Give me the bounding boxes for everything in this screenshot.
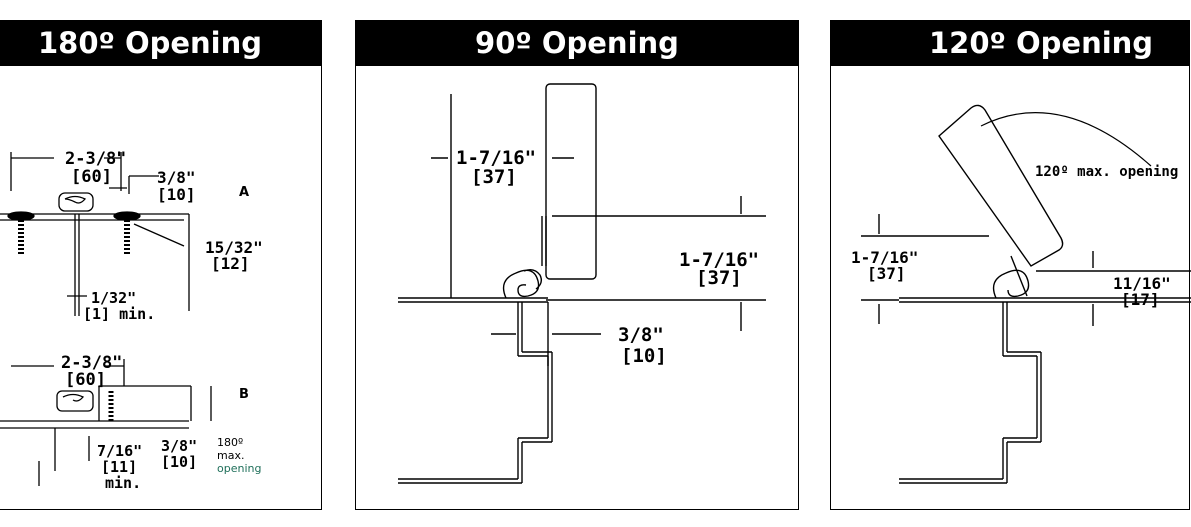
diagram-180-opening: 2-3/8" [60] 3/8" [10] A 15/32" [12] 1/32…: [0, 149, 263, 492]
a-side-mm-label: [10]: [157, 185, 196, 204]
a-thick-mm-label: [12]: [211, 254, 250, 273]
a-width-mm-label: [60]: [71, 167, 112, 187]
right-dim-label: 11/16": [1113, 274, 1171, 293]
diagram-120-opening: 120º max. opening 1-7/16" [37] 11/16" [1…: [851, 104, 1191, 484]
bottom-dim-mm-label: [10]: [621, 345, 667, 367]
a-gap-label: 1/32": [91, 289, 136, 307]
b-gap-mm-label: [11]: [101, 458, 137, 476]
panel-120-opening: 120º Opening: [830, 20, 1191, 510]
b-side-mm-label: [10]: [161, 453, 197, 471]
right-dim-label: 1-7/16": [679, 249, 759, 271]
left-dim-label: 1-7/16": [851, 248, 918, 267]
a-letter-label: A: [239, 185, 249, 200]
left-dim-mm-label: [37]: [867, 264, 906, 283]
b-width-mm-label: [60]: [65, 370, 106, 390]
a-side-label: 3/8": [157, 168, 196, 187]
panel-title: 180º Opening: [0, 21, 321, 66]
panel-90-opening: 90º Opening: [355, 20, 799, 510]
diagram-90-opening: 1-7/16" [37] 1-7/16" [37] 3/8" [10]: [398, 83, 766, 484]
panel-180-opening: 180º Opening: [0, 20, 322, 510]
max-open-label: 120º max. opening: [1035, 164, 1178, 180]
a-width-label: 2-3/8": [65, 149, 126, 169]
panel-title: 90º Opening: [356, 21, 798, 66]
top-dim-mm-label: [37]: [471, 166, 517, 188]
b-note-180-label: 180º: [217, 436, 243, 449]
b-side-label: 3/8": [161, 437, 197, 455]
a-thick-label: 15/32": [205, 238, 263, 257]
b-width-label: 2-3/8": [61, 353, 122, 373]
a-gap-mm-label: [1] min.: [83, 305, 155, 323]
b-note-opening-label: opening: [217, 462, 261, 475]
right-dim-mm-label: [17]: [1121, 290, 1160, 309]
b-note-max-label: max.: [217, 449, 244, 462]
b-letter-label: B: [239, 387, 249, 402]
bottom-dim-label: 3/8": [618, 324, 664, 346]
b-gap-min-label: min.: [105, 474, 141, 492]
right-dim-mm-label: [37]: [696, 267, 742, 289]
panel-title: 120º Opening: [831, 21, 1189, 66]
top-dim-label: 1-7/16": [456, 147, 536, 169]
b-gap-label: 7/16": [97, 442, 142, 460]
